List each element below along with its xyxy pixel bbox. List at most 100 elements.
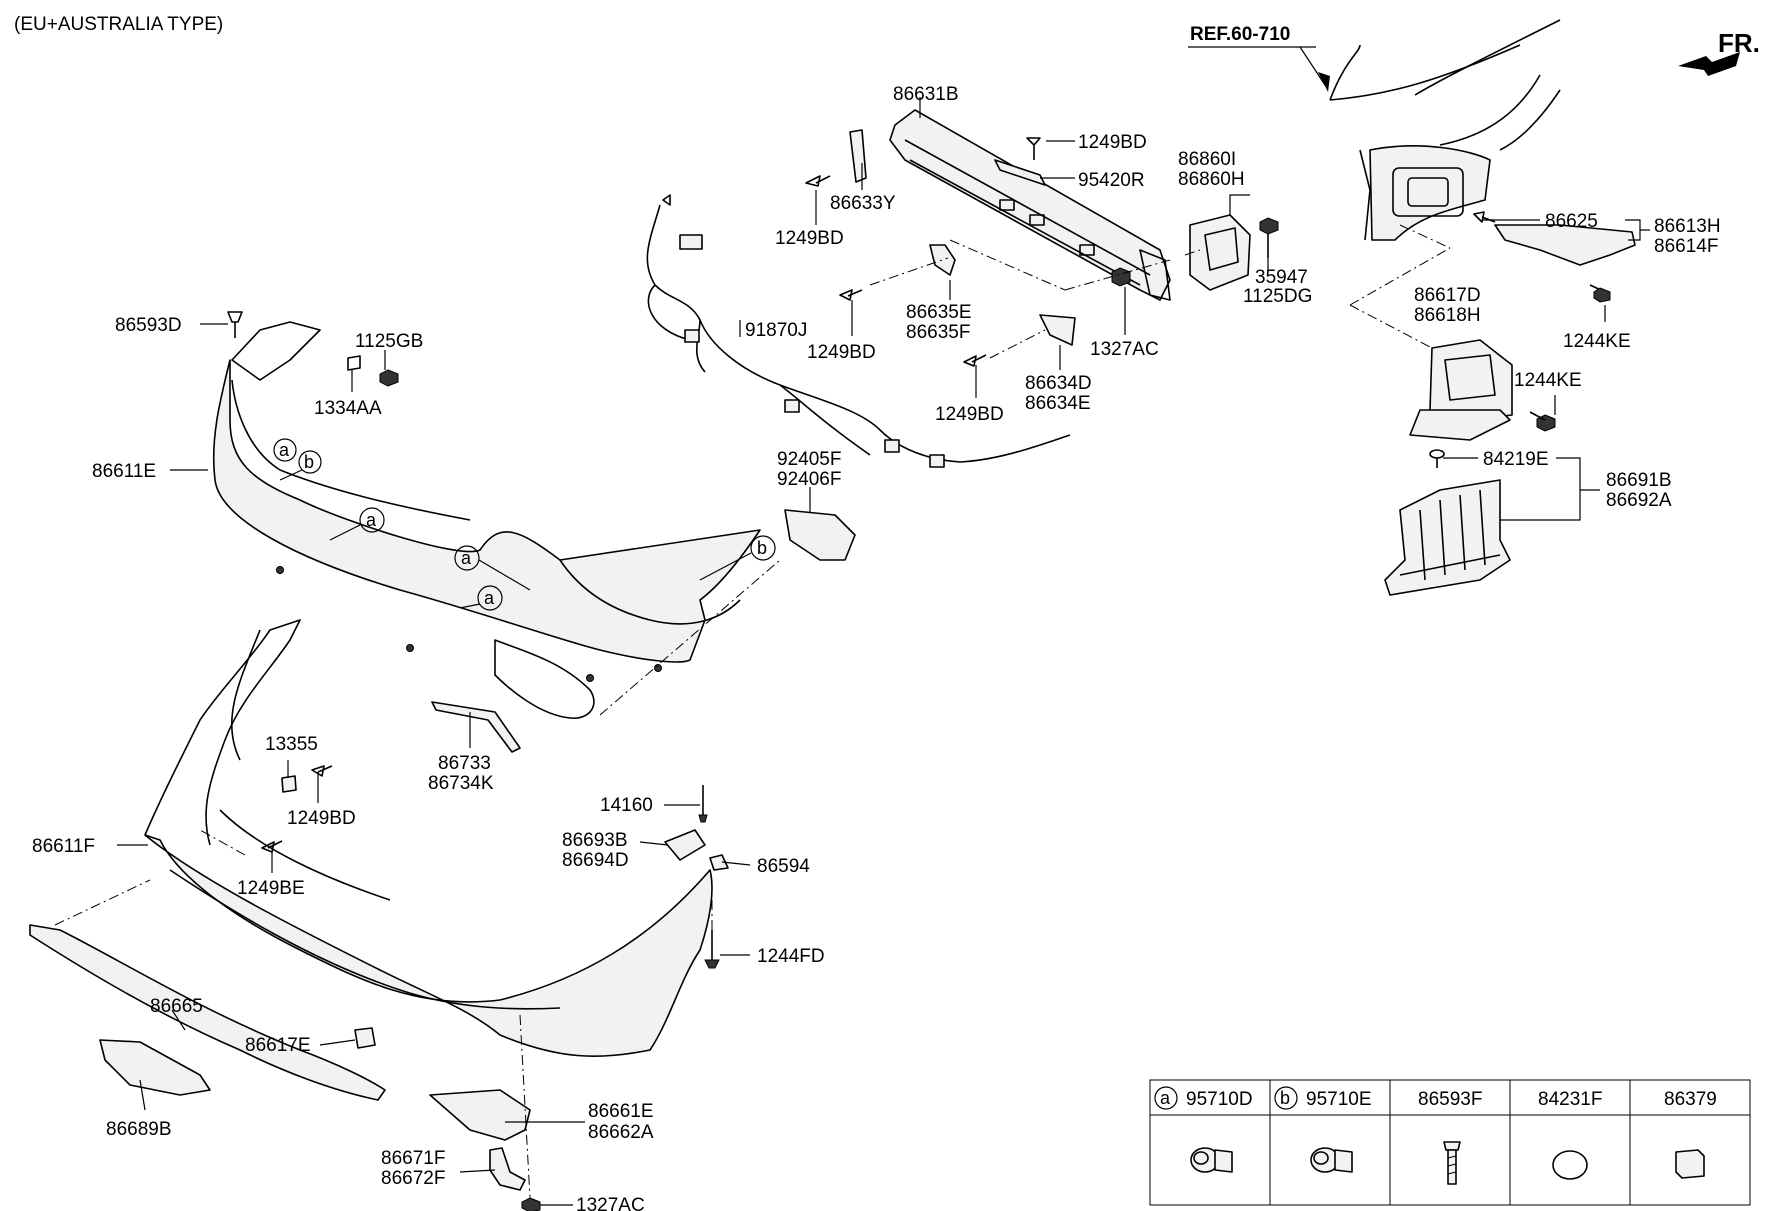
label-86733[interactable]: 86733 (438, 753, 491, 774)
screw-icon[interactable] (839, 289, 863, 301)
callout-b-1[interactable]: b (279, 450, 322, 481)
screw-1249BD-lower[interactable] (311, 765, 333, 777)
nut-1327AC-lower[interactable] (521, 1197, 541, 1211)
label-86691B[interactable]: 86691B (1606, 470, 1672, 491)
bolt-1244KE-upper[interactable] (1589, 284, 1611, 303)
reference-label[interactable]: REF.60-710 (1190, 24, 1290, 45)
bracket-86617D[interactable] (1409, 339, 1513, 441)
reflector-lamp[interactable] (784, 509, 856, 561)
label-1249BD[interactable]: 1249BD (935, 404, 1004, 425)
screw-icon[interactable] (805, 175, 831, 187)
bumper-molding-86733[interactable] (431, 701, 521, 753)
bracket-86634D[interactable] (1039, 314, 1076, 346)
label-1327AC[interactable]: 1327AC (1090, 339, 1159, 360)
label-92406F[interactable]: 92406F (777, 469, 841, 490)
label-86671F[interactable]: 86671F (381, 1148, 445, 1169)
under-cover-86691B[interactable] (1384, 479, 1511, 596)
bracket-86613H[interactable] (1494, 224, 1636, 266)
bolt-35947[interactable] (1259, 217, 1279, 258)
rear-bumper-cover[interactable] (212, 321, 761, 719)
bolt-1244KE-lower[interactable] (1529, 411, 1556, 432)
label-86692A[interactable]: 86692A (1606, 490, 1672, 511)
label-86617D[interactable]: 86617D (1414, 285, 1481, 306)
screw-icon[interactable] (963, 354, 987, 367)
wiring-harness[interactable] (646, 194, 1071, 468)
clip-84219E[interactable] (1429, 449, 1445, 468)
bracket-86635E[interactable] (929, 244, 956, 276)
label-86635F[interactable]: 86635F (906, 322, 970, 343)
bracket-86693B[interactable] (664, 829, 706, 861)
label-1244KE[interactable]: 1244KE (1563, 331, 1631, 352)
tow-bracket[interactable] (1189, 214, 1251, 291)
screw-icon[interactable] (1026, 137, 1041, 160)
label-86672F[interactable]: 86672F (381, 1168, 445, 1189)
label-13355[interactable]: 13355 (265, 734, 318, 755)
label-86661E[interactable]: 86661E (588, 1101, 654, 1122)
screw-1244FD[interactable] (704, 930, 720, 969)
label-86631B[interactable]: 86631B (893, 84, 959, 105)
nut-1334AA[interactable] (347, 355, 361, 371)
label-1125GB[interactable]: 1125GB (355, 331, 423, 352)
label-86613H[interactable]: 86613H (1654, 216, 1721, 237)
bolt-1125GB[interactable] (379, 369, 399, 387)
label-1244FD[interactable]: 1244FD (757, 946, 825, 967)
label-1249BD[interactable]: 1249BD (775, 228, 844, 249)
nut-1327AC[interactable] (1111, 267, 1131, 287)
legend-col-95710E[interactable]: b 95710E (1274, 1086, 1372, 1173)
label-14160[interactable]: 14160 (600, 795, 653, 816)
label-86689B[interactable]: 86689B (106, 1119, 172, 1140)
stud-14160[interactable] (698, 785, 708, 823)
reflector-cover-86661E[interactable] (429, 1089, 531, 1141)
clip-86593D[interactable] (227, 311, 243, 338)
label-86634E[interactable]: 86634E (1025, 393, 1091, 414)
garnish-86689B[interactable] (99, 1039, 211, 1096)
label-1249BD[interactable]: 1249BD (287, 808, 356, 829)
clip-86594[interactable] (709, 854, 729, 871)
label-35947[interactable]: 35947 (1255, 267, 1308, 288)
label-86633Y[interactable]: 86633Y (830, 193, 896, 214)
label-86594[interactable]: 86594 (757, 856, 810, 877)
nut-13355[interactable] (281, 775, 297, 793)
label-1334AA[interactable]: 1334AA (314, 398, 382, 419)
label-86860I[interactable]: 86860I (1178, 149, 1236, 170)
legend-col-95710D[interactable]: a 95710D (1154, 1086, 1253, 1173)
label-1125DG[interactable]: 1125DG (1243, 286, 1312, 307)
label-86617E[interactable]: 86617E (245, 1035, 311, 1056)
reference-callout[interactable]: REF.60-710 (1188, 24, 1330, 92)
label-1327AC[interactable]: 1327AC (576, 1195, 645, 1211)
label-86618H[interactable]: 86618H (1414, 305, 1481, 326)
label-86693B[interactable]: 86693B (562, 830, 628, 851)
label-86611E[interactable]: 86611E (92, 461, 156, 482)
beam-bracket-86633Y[interactable] (849, 129, 867, 183)
legend-col-84231F[interactable]: 84231F (1538, 1089, 1602, 1180)
label-1249BD[interactable]: 1249BD (1078, 132, 1147, 153)
lower-bumper[interactable] (144, 619, 713, 1058)
callout-a-2[interactable]: a (329, 507, 385, 541)
label-86665[interactable]: 86665 (150, 996, 203, 1017)
label-86634D[interactable]: 86634D (1025, 373, 1092, 394)
bumper-beam[interactable] (889, 109, 1171, 301)
label-95420R[interactable]: 95420R (1078, 170, 1145, 191)
clip-86617E[interactable] (354, 1027, 376, 1049)
label-86860H[interactable]: 86860H (1178, 169, 1245, 190)
label-86611F[interactable]: 86611F (32, 836, 95, 857)
label-86662A[interactable]: 86662A (588, 1122, 654, 1143)
legend-col-86379[interactable]: 86379 (1664, 1089, 1717, 1179)
label-86694D[interactable]: 86694D (562, 850, 629, 871)
callout-a-1[interactable]: a (273, 438, 297, 462)
label-1249BD[interactable]: 1249BD (807, 342, 876, 363)
bracket-95420R[interactable] (994, 159, 1046, 186)
label-86635E[interactable]: 86635E (906, 302, 972, 323)
label-86734K[interactable]: 86734K (428, 773, 494, 794)
callout-b-2[interactable]: b (699, 535, 776, 581)
label-84219E[interactable]: 84219E (1483, 449, 1549, 470)
label-91870J[interactable]: 91870J (745, 320, 807, 341)
callout-a-3[interactable]: a (454, 545, 531, 591)
label-86593D[interactable]: 86593D (115, 315, 182, 336)
label-86625[interactable]: 86625 (1545, 211, 1598, 232)
label-1244KE[interactable]: 1244KE (1514, 370, 1582, 391)
lower-trim-86665[interactable] (29, 924, 386, 1101)
label-92405F[interactable]: 92405F (777, 449, 841, 470)
screw-1249BE[interactable] (261, 840, 283, 853)
legend-col-86593F[interactable]: 86593F (1418, 1089, 1482, 1185)
